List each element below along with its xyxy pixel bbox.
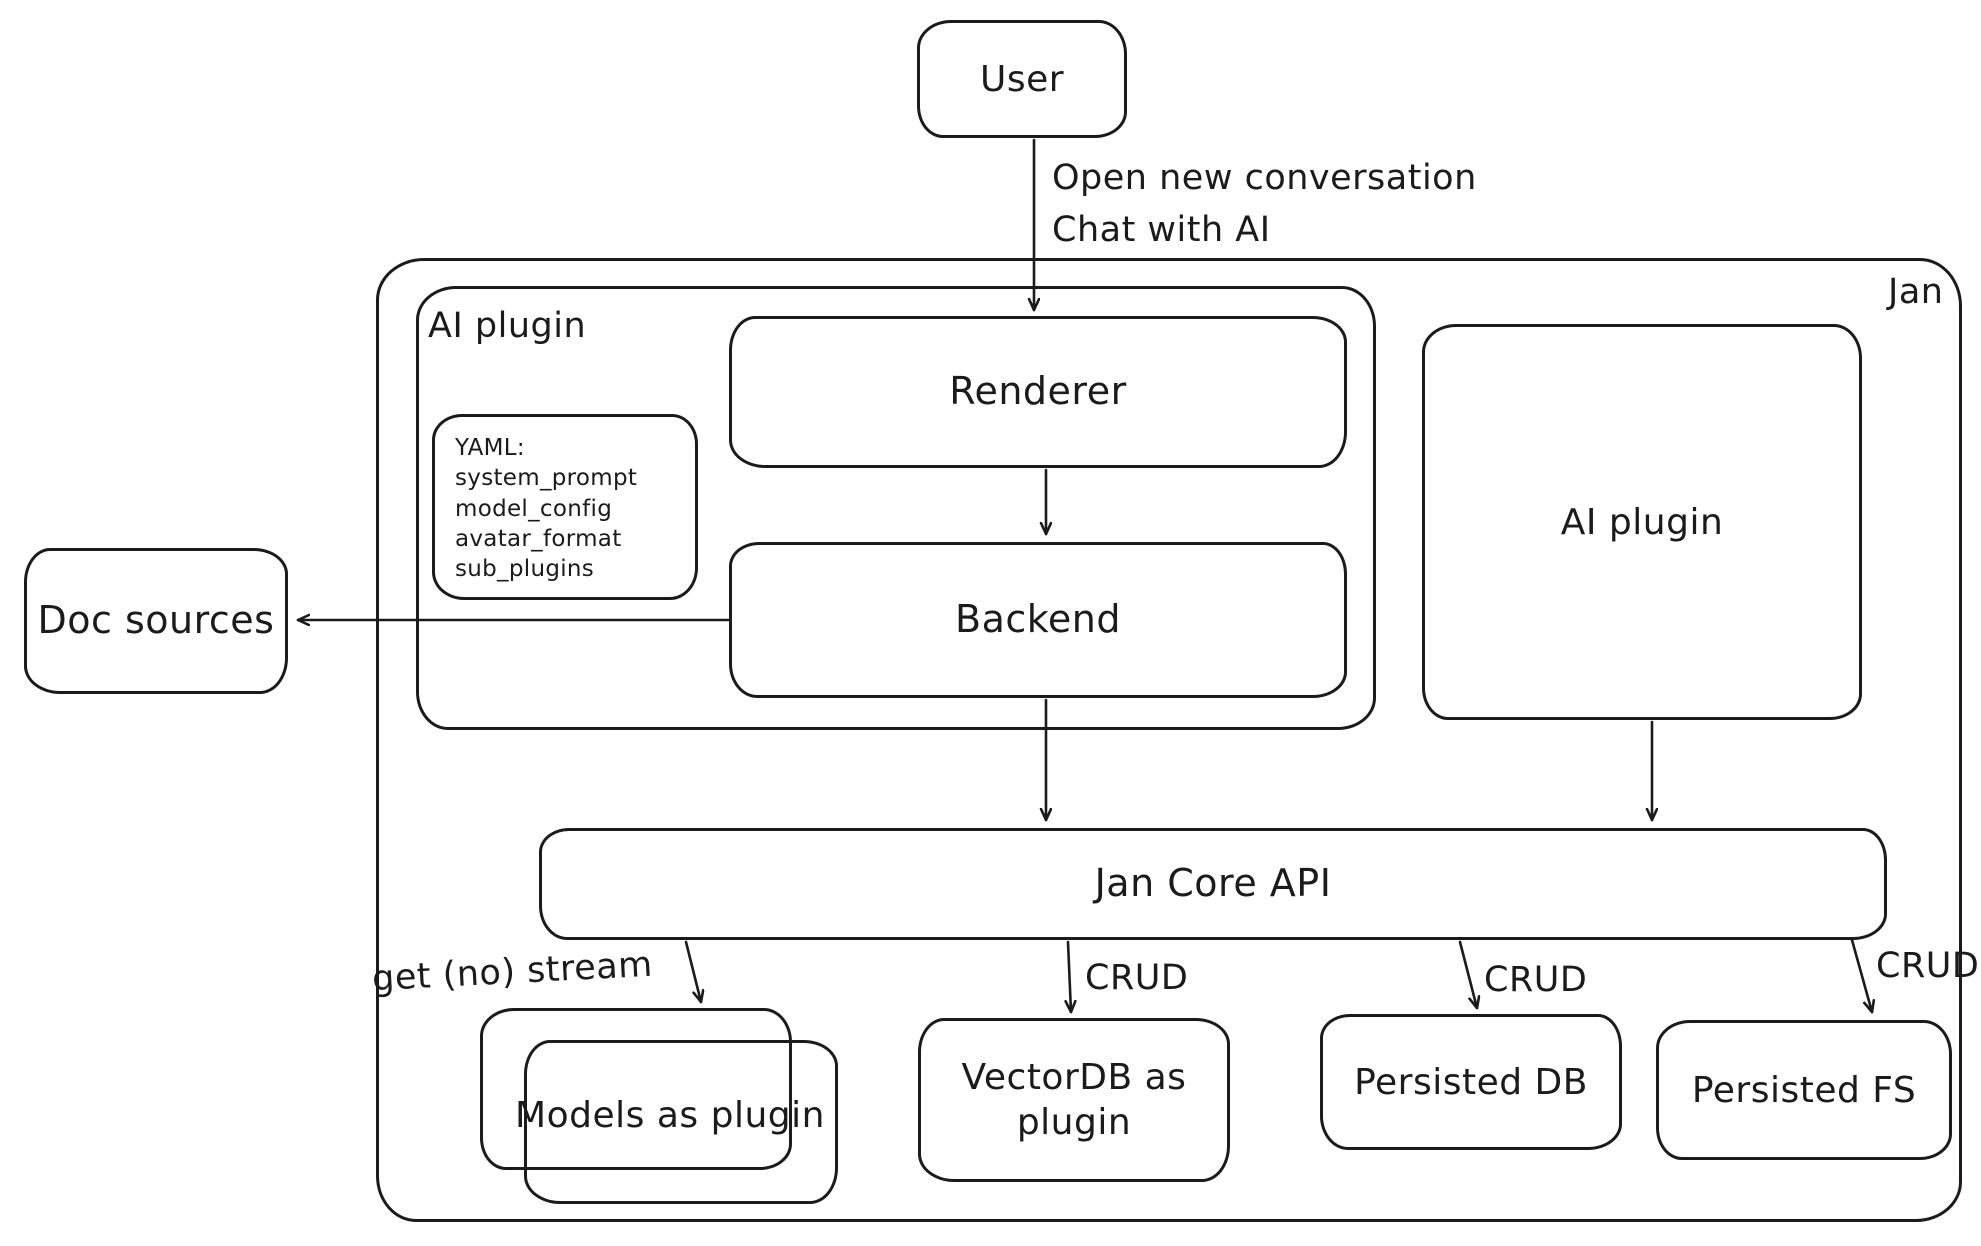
persisted-db-node: Persisted DB xyxy=(1320,1014,1622,1150)
jan-container xyxy=(376,258,1962,1222)
yaml-note-line: system_prompt xyxy=(455,465,638,492)
user-node: User xyxy=(917,20,1127,138)
backend-node: Backend xyxy=(729,542,1347,698)
yaml-note-line: avatar_format xyxy=(455,526,622,553)
persisted-fs-node: Persisted FS xyxy=(1656,1020,1952,1160)
ai-plugin-right-node: AI plugin xyxy=(1422,324,1862,720)
yaml-note: YAML: system_prompt model_config avatar_… xyxy=(432,414,698,600)
crud-label-persisted-fs: CRUD xyxy=(1876,946,1980,986)
crud-label-persisted-db: CRUD xyxy=(1484,960,1588,1000)
yaml-note-line: YAML: xyxy=(455,435,525,461)
jan-container-label: Jan xyxy=(1888,272,1944,312)
models-as-plugin-front-box xyxy=(524,1040,838,1204)
models-as-plugin-label: Models as plugin xyxy=(515,1094,825,1136)
ai-plugin-left-container xyxy=(416,286,1376,730)
jan-core-api-node: Jan Core API xyxy=(539,828,1887,940)
user-edge-label-line1: Open new conversation xyxy=(1052,158,1477,198)
user-edge-label-line2: Chat with AI xyxy=(1052,210,1271,250)
crud-label-vectordb: CRUD xyxy=(1085,958,1189,998)
user-edge-label: Open new conversation Chat with AI xyxy=(1052,158,1477,250)
renderer-node: Renderer xyxy=(729,316,1347,468)
yaml-note-line: sub_plugins xyxy=(455,556,595,583)
doc-sources-node: Doc sources xyxy=(24,548,288,694)
ai-plugin-left-label: AI plugin xyxy=(428,306,587,346)
yaml-note-line: model_config xyxy=(455,495,613,522)
vectordb-as-plugin-node: VectorDB as plugin xyxy=(918,1018,1230,1182)
models-as-plugin-back-box xyxy=(480,1008,792,1170)
